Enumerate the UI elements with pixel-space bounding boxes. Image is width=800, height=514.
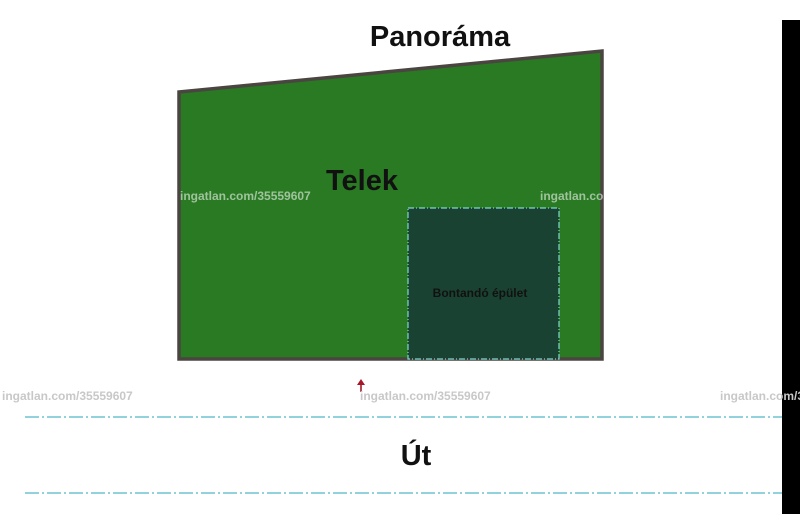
watermark: ingatlan.com/35559607 [360,389,491,403]
panorama-label: Panoráma [370,21,511,53]
watermark: ingatlan.com/35559607 [540,189,671,203]
plot-label: Telek [326,165,399,197]
watermark: ingatlan.com/35559607 [2,389,133,403]
building-label: Bontandó épület [433,286,528,300]
plot-border [177,49,604,361]
road-label: Út [401,438,432,472]
right-edge-bar [782,20,800,514]
building-border [407,207,560,360]
watermark: ingatlan.com/35559607 [180,189,311,203]
watermark: ingatlan.com/35559607 [720,389,800,403]
building-area [408,208,559,359]
entrance-arrow-icon [357,379,365,392]
